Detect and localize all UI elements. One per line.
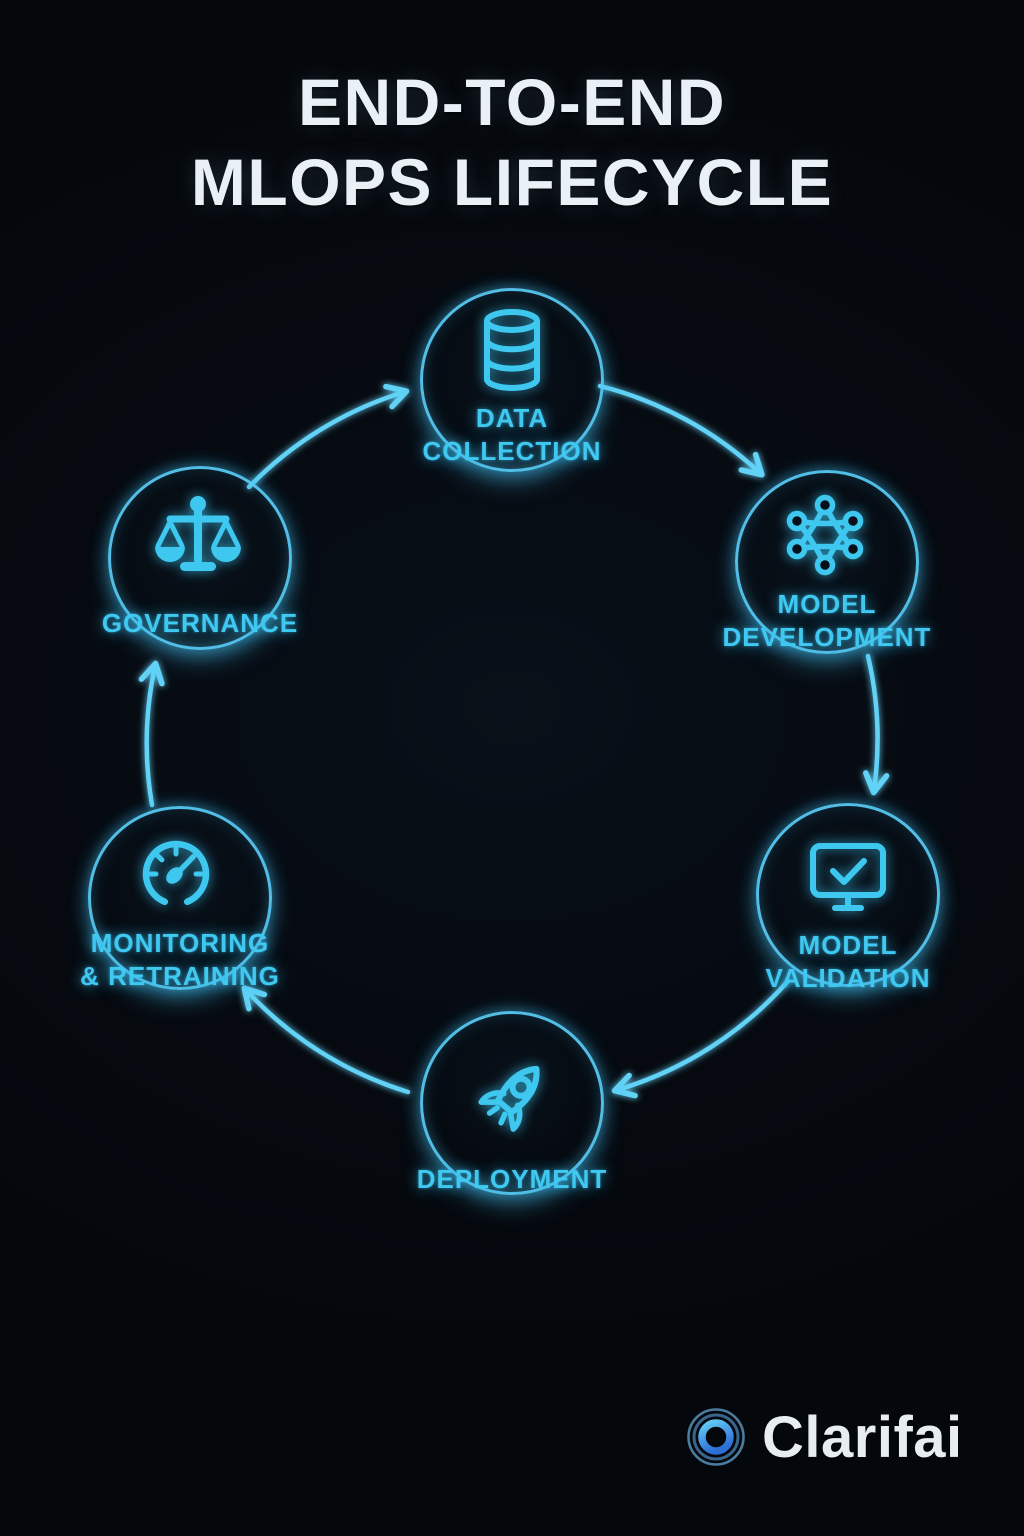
title-line-2: MLOPS LIFECYCLE: [190, 145, 834, 219]
stage-model-development: MODEL DEVELOPMENT: [723, 470, 930, 654]
stage-deployment: DEPLOYMENT: [417, 1011, 606, 1195]
brand-footer: Clarifai: [686, 1404, 963, 1470]
arrow-monitoring-to-governance: [138, 660, 165, 808]
stage-data-collection: DATA COLLECTION: [420, 288, 604, 472]
arrow-governance-to-data: [246, 383, 410, 490]
arrow-validation-to-deployment: [611, 978, 791, 1099]
stage-model-validation: MODEL VALIDATION: [756, 803, 940, 993]
stage-label: MONITORING & RETRAINING: [80, 928, 280, 991]
poster-title: END-TO-END MLOPS LIFECYCLE: [0, 62, 1024, 222]
stage-governance: GOVERNANCE: [102, 466, 297, 650]
arrow-development-to-validation: [863, 653, 890, 796]
database-icon: [484, 309, 540, 391]
stage-monitoring-retraining: MONITORING & RETRAINING: [80, 806, 279, 991]
stage-circle: [420, 1011, 604, 1195]
arrow-deployment-to-monitoring: [241, 985, 411, 1095]
stage-circle: [88, 806, 272, 990]
gauge-icon: [142, 840, 210, 906]
stage-label: GOVERNANCE: [101, 608, 299, 638]
title-line-1: END-TO-END: [297, 65, 727, 139]
brand-name: Clarifai: [762, 1404, 963, 1470]
stage-circle: [420, 288, 604, 472]
monitor-check-icon: [810, 843, 886, 911]
arrow-data-to-development: [597, 383, 765, 478]
scales-icon: [155, 496, 241, 571]
stage-label: DEPLOYMENT: [416, 1164, 608, 1194]
stage-label: MODEL DEVELOPMENT: [722, 589, 932, 652]
neural-network-icon: [786, 494, 864, 576]
rocket-icon: [478, 1065, 540, 1132]
stage-label: MODEL VALIDATION: [765, 930, 931, 993]
clarifai-rings-icon: [687, 1408, 745, 1466]
stage-label: DATA COLLECTION: [422, 403, 602, 466]
